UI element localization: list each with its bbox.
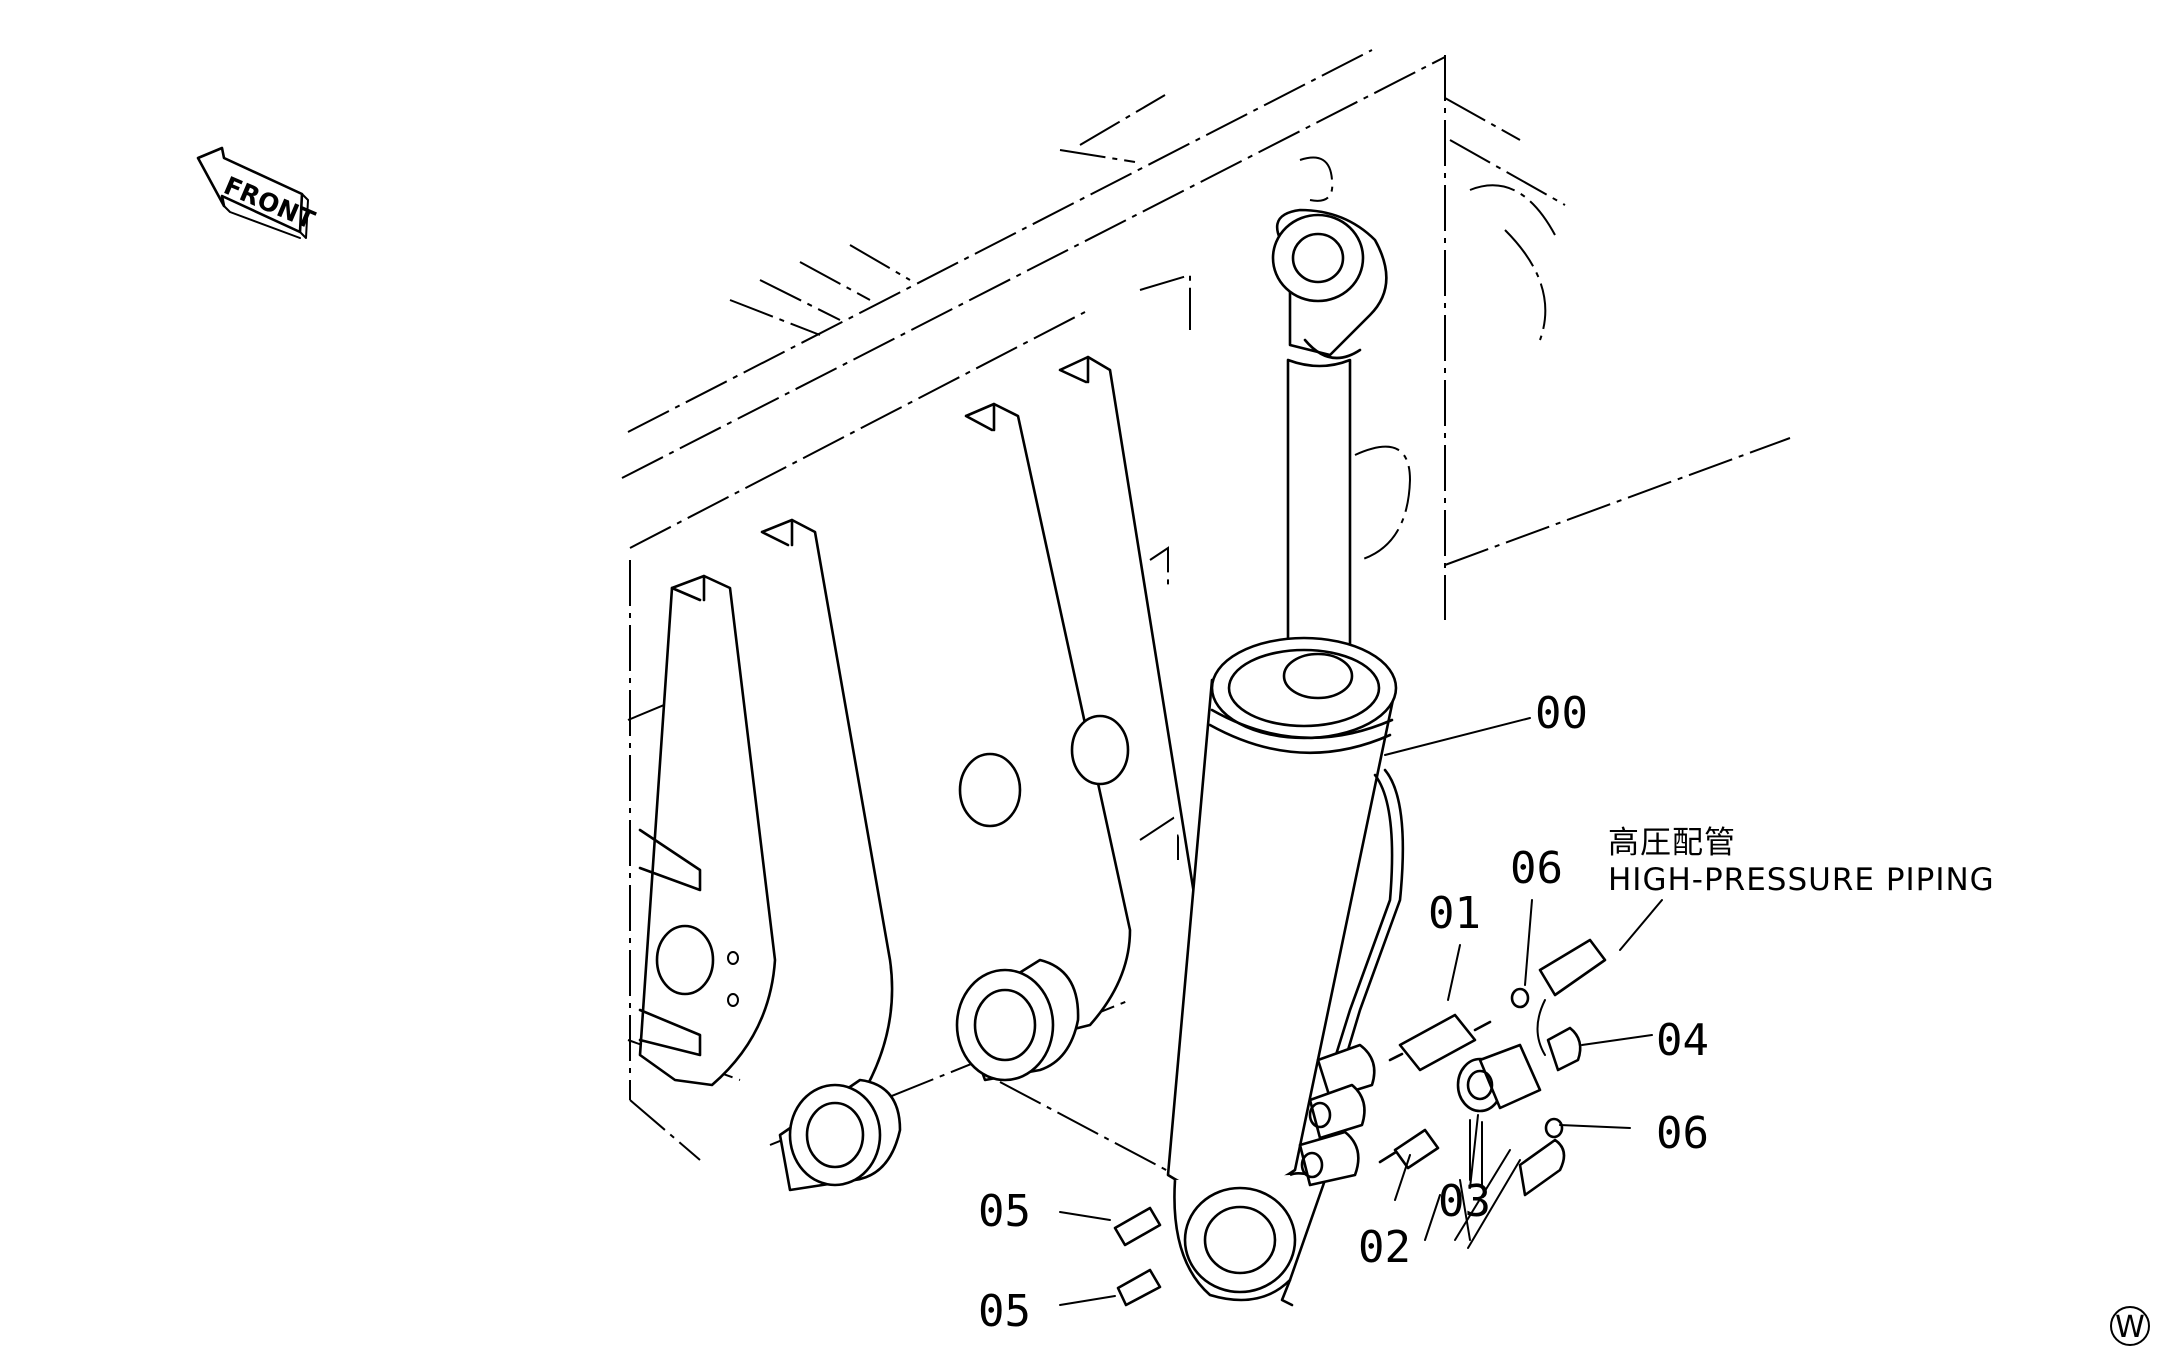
callout-00: 00 — [1535, 688, 1588, 739]
frame-outline — [621, 49, 1791, 1181]
front-arrow-label: FRONT — [220, 171, 319, 235]
callout-05-lower: 05 — [978, 1286, 1031, 1337]
callout-06-upper: 06 — [1510, 843, 1563, 894]
callout-05-upper: 05 — [978, 1186, 1031, 1237]
fitting-parts — [1113, 938, 1607, 1307]
hydraulic-cylinder — [1166, 208, 1405, 1307]
piping-note-en: HIGH-PRESSURE PIPING — [1608, 862, 1995, 898]
piping-note: 高圧配管 HIGH-PRESSURE PIPING — [1608, 825, 1995, 898]
front-arrow-icon: FRONT — [196, 146, 319, 239]
callout-02: 02 — [1358, 1222, 1411, 1273]
callout-03: 03 — [1438, 1176, 1491, 1227]
callout-06-lower: 06 — [1656, 1108, 1709, 1159]
callout-01: 01 — [1428, 888, 1481, 939]
callout-labels: 00 01 02 03 04 05 05 06 06 — [978, 688, 1709, 1337]
corner-mark-icon: W — [2110, 1306, 2150, 1346]
bracket-plates — [638, 355, 1197, 1137]
leader-lines — [1059, 717, 1663, 1306]
piping-note-jp: 高圧配管 — [1608, 825, 1736, 861]
corner-mark-letter: W — [2115, 1310, 2145, 1345]
callout-04: 04 — [1656, 1015, 1709, 1066]
pivot-bosses — [778, 714, 1130, 1192]
